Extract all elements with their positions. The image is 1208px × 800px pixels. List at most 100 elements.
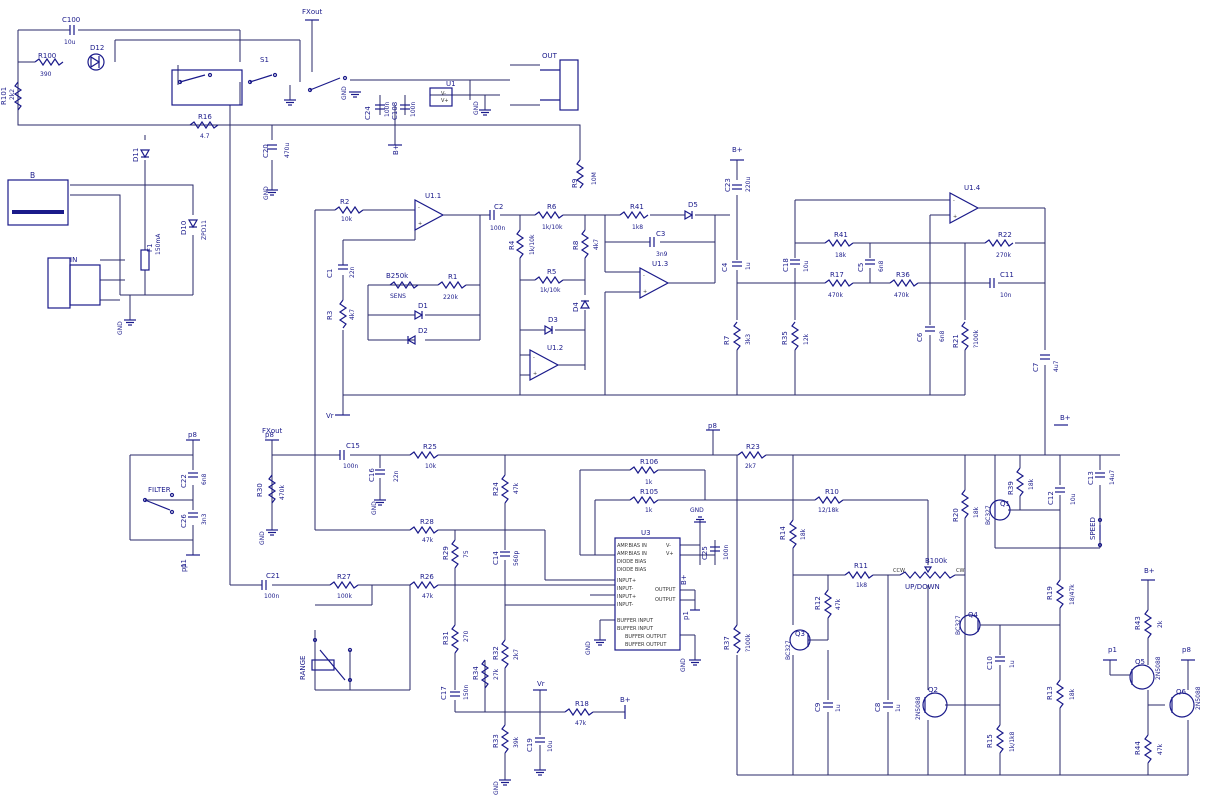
capacitor-c23 <box>731 184 743 190</box>
value-r9: 10M <box>591 172 598 185</box>
value-r13: 18k <box>1069 688 1076 700</box>
label-r10: R10 <box>825 488 839 496</box>
value-r29: 75 <box>463 550 470 558</box>
value-c6: 6n8 <box>939 330 946 342</box>
value-r39: 18k <box>1028 478 1035 490</box>
value-c12: 10u <box>1070 493 1077 505</box>
value-r12: 47k <box>835 598 842 610</box>
label-c9: C9 <box>814 703 822 712</box>
resistor-r31 <box>451 624 459 654</box>
label-q2: Q2 <box>928 686 938 694</box>
capacitor-c16 <box>374 469 386 475</box>
resistor-r14 <box>789 519 797 549</box>
resistor-r26 <box>409 581 439 589</box>
value-r24: 47k <box>513 482 520 494</box>
capacitor-c14 <box>499 551 511 557</box>
resistor-r3 <box>339 299 347 329</box>
resistor-r6 <box>534 211 564 219</box>
label-u1-4: U1.4 <box>964 184 981 192</box>
label-r28: R28 <box>420 518 434 526</box>
label-c11: C11 <box>1000 271 1014 279</box>
value-r35: 12k <box>803 333 810 345</box>
value-r33: 39k <box>513 736 520 748</box>
label-gnd-8: GND <box>585 641 592 655</box>
label-r6: R6 <box>547 203 557 211</box>
label-r36: R36 <box>896 271 910 279</box>
label-d10: D10 <box>180 221 188 235</box>
value-c10: 1u <box>1009 660 1016 668</box>
value-c21: 100n <box>264 593 279 600</box>
switch-range <box>311 637 353 683</box>
capacitor-c7 <box>1039 354 1051 360</box>
pin-u3-1: AMP.BIAS IN <box>617 543 647 549</box>
pin-u3-6: INPUT- <box>617 586 633 592</box>
value-r22: 270k <box>996 252 1011 259</box>
label-b: B <box>30 171 35 180</box>
value-c19: 10u <box>547 740 554 752</box>
resistor-r27 <box>329 581 359 589</box>
value-c17: 150n <box>463 685 470 700</box>
resistor-r15 <box>996 724 1004 754</box>
label-c2: C2 <box>494 203 503 211</box>
resistor-r8 <box>581 229 589 259</box>
opamp-u1-3 <box>639 267 669 299</box>
resistor-r12 <box>824 589 832 619</box>
value-c9: 1u <box>835 704 842 712</box>
label-range: RANGE <box>299 656 307 680</box>
label-c1: C1 <box>326 269 334 278</box>
capacitor-c10 <box>994 656 1006 662</box>
label-c23: C23 <box>724 178 732 192</box>
value-r44: 47k <box>1157 743 1164 755</box>
value-q1: BC327 <box>985 505 992 525</box>
resistor-r41 <box>824 239 854 247</box>
label-r19: R19 <box>1046 586 1054 600</box>
resistor-r22 <box>984 239 1014 247</box>
value-r21: ?100k <box>973 329 980 348</box>
label-r100: R100 <box>38 52 56 60</box>
label-d11: D11 <box>132 148 140 162</box>
component-symbols <box>7 19 1195 786</box>
value-r5: 1k/10k <box>540 287 561 294</box>
label-gnd-7: GND <box>690 507 704 514</box>
label-d1: D1 <box>418 302 428 310</box>
label-gnd-6: GND <box>371 501 378 515</box>
resistor-r29 <box>451 539 459 569</box>
label-c10: C10 <box>986 656 994 670</box>
resistor-r20 <box>961 489 969 519</box>
label-r11: R11 <box>854 562 868 570</box>
pin-u3-10: BUFFER INPUT <box>617 626 654 632</box>
value-r31: 270 <box>463 630 470 642</box>
label-c7: C7 <box>1032 363 1040 372</box>
label-c100: C100 <box>62 16 80 24</box>
label-bplus-4: B+ <box>680 574 688 585</box>
label-c16: C16 <box>368 468 376 482</box>
resistor-r21 <box>961 321 969 351</box>
label-r12: R12 <box>814 596 822 610</box>
label-r15: R15 <box>986 734 994 748</box>
pin-u3-5: INPUT+ <box>617 578 636 584</box>
switch-speed <box>1097 517 1103 548</box>
resistor-r106 <box>629 466 659 474</box>
pin-u3-r1: V- <box>666 543 671 549</box>
resistor-r24 <box>501 474 509 504</box>
pin-u3-r4: OUTPUT <box>655 597 676 603</box>
label-r8: R8 <box>572 241 580 250</box>
value-q3: BC327 <box>785 640 792 660</box>
transistor-q6 <box>1169 692 1195 718</box>
label-r106: R106 <box>640 458 659 466</box>
value-c3: 3n9 <box>656 251 668 258</box>
label-c25: C25 <box>701 546 709 560</box>
label-gnd-5: GND <box>259 531 266 545</box>
label-c108: C108 <box>391 102 399 120</box>
value-c18: 10u <box>803 260 810 272</box>
value-r105: 1k <box>645 507 653 514</box>
pin-u3-4: DIODE BIAS <box>617 567 646 573</box>
jack-out <box>540 59 579 111</box>
label-q3: Q3 <box>795 630 805 638</box>
capacitor-c8 <box>882 702 894 708</box>
capacitor-c1 <box>337 264 349 270</box>
label-bplus-6: B+ <box>620 696 631 704</box>
label-gnd-2: GND <box>117 321 124 335</box>
label-gnd-1: GND <box>341 86 348 100</box>
label-bplus-5: B+ <box>1144 567 1155 575</box>
